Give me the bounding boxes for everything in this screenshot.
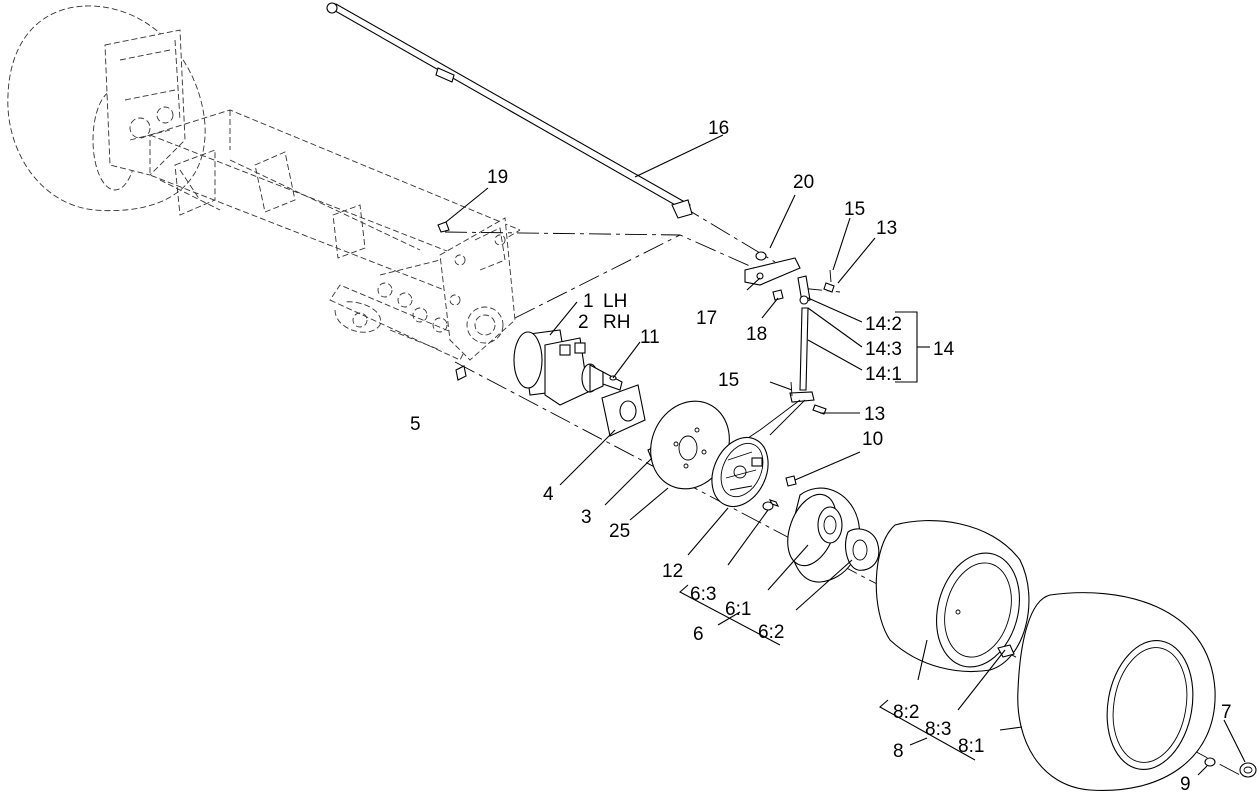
callout-1: 1 [583, 291, 594, 312]
wheel-motor [513, 329, 623, 406]
callout-9: 9 [1180, 774, 1191, 795]
callout-25: 25 [609, 521, 630, 542]
callout-8: 8 [893, 741, 904, 762]
callout-15-top: 15 [844, 199, 865, 220]
bracket-17 [744, 257, 801, 286]
callout-6: 6 [693, 624, 704, 645]
callout-7: 7 [1221, 702, 1232, 723]
nut-19 [437, 221, 450, 233]
callout-19: 19 [487, 167, 508, 188]
callout-3: 3 [581, 507, 592, 528]
nut-7 [1239, 762, 1257, 778]
spacer-disc [650, 400, 730, 490]
callout-11: 11 [640, 327, 660, 348]
pivot-parts [437, 221, 801, 381]
brake-linkage [744, 269, 835, 441]
callout-8-2: 8:2 [893, 702, 919, 723]
callout-2-rh: RH [603, 312, 630, 333]
callout-15-mid: 15 [718, 370, 739, 391]
callout-13-top: 13 [876, 218, 897, 239]
wheel-assembly [875, 520, 1257, 792]
motor-hardware [601, 375, 661, 461]
callout-4: 4 [543, 484, 554, 505]
callout-14-2: 14:2 [865, 314, 902, 335]
washer-9 [1204, 757, 1216, 767]
callout-14-3: 14:3 [865, 339, 902, 360]
callout-5: 5 [410, 414, 421, 435]
tie-rod [326, 2, 693, 219]
callout-20: 20 [793, 172, 814, 193]
callout-6-3: 6:3 [690, 584, 716, 605]
brake-drum [762, 487, 880, 583]
callout-labels: 16 19 20 15 13 1 LH 2 RH 17 18 14:2 14:3… [410, 118, 1232, 795]
callout-13-mid: 13 [864, 404, 885, 425]
nut-18 [772, 289, 784, 301]
brake-assembly [711, 437, 797, 507]
callout-6-2: 6:2 [758, 622, 784, 643]
callout-18: 18 [746, 324, 767, 345]
callout-8-3: 8:3 [925, 719, 951, 740]
callout-16: 16 [708, 118, 729, 139]
callout-6-1: 6:1 [725, 599, 751, 620]
callout-14: 14 [933, 339, 955, 360]
callout-17: 17 [696, 308, 717, 329]
callout-10: 10 [862, 429, 883, 450]
bolt-10 [785, 475, 797, 487]
hub-6-2 [845, 528, 880, 571]
ghost-frame [7, 5, 521, 361]
leader-lines [445, 134, 1246, 776]
spacer-20 [755, 251, 767, 261]
callout-1-lh: LH [603, 291, 627, 312]
callout-12: 12 [662, 561, 683, 582]
callout-8-1: 8:1 [958, 736, 984, 757]
callout-14-1: 14:1 [865, 364, 902, 385]
nut-5 [455, 365, 467, 381]
callout-2: 2 [578, 312, 589, 333]
